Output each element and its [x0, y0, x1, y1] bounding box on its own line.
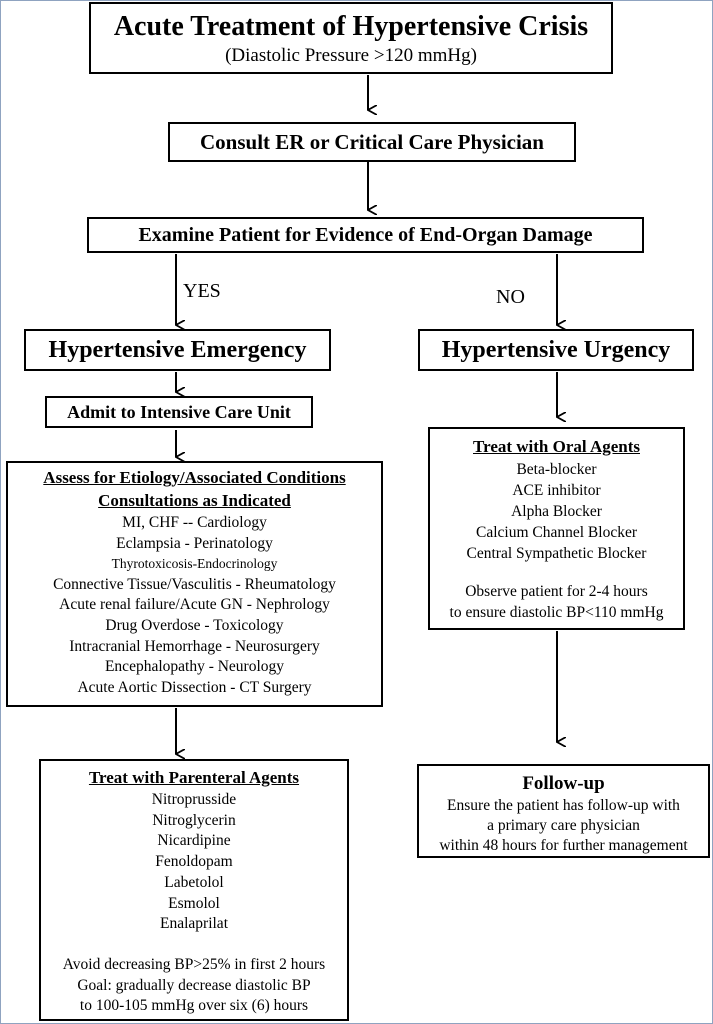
urgency-box: Hypertensive Urgency: [418, 329, 694, 371]
parenteral-note: to 100-105 mmHg over six (6) hours: [79, 997, 309, 1015]
emergency-heading: Hypertensive Emergency: [48, 337, 307, 363]
no-label: NO: [496, 286, 525, 308]
assess-item: Thyrotoxicosis-Endocrinology: [111, 556, 278, 572]
oral-agent: Central Sympathetic Blocker: [466, 545, 647, 562]
parenteral-agent: Fenoldopam: [155, 853, 233, 871]
assess-item: Acute renal failure/Acute GN - Nephrolog…: [59, 596, 330, 614]
admit-text: Admit to Intensive Care Unit: [67, 402, 291, 422]
parenteral-heading: Treat with Parenteral Agents: [88, 768, 300, 787]
parenteral-agent: Enalaprilat: [160, 915, 228, 933]
parenteral-box: Treat with Parenteral Agents Nitroprussi…: [39, 759, 349, 1021]
assess-item: Encephalopathy - Neurology: [104, 658, 285, 676]
title-box: Acute Treatment of Hypertensive Crisis (…: [89, 2, 613, 74]
examine-box: Examine Patient for Evidence of End-Orga…: [87, 217, 644, 253]
followup-heading: Follow-up: [522, 773, 605, 794]
assess-item: Eclampsia - Perinatology: [116, 534, 273, 552]
parenteral-agent: Labetolol: [164, 873, 224, 891]
diagram-subtitle: (Diastolic Pressure >120 mmHg): [225, 45, 477, 66]
spacer: [41, 935, 347, 955]
diagram-title: Acute Treatment of Hypertensive Crisis: [113, 11, 589, 42]
assess-item: Intracranial Hemorrhage - Neurosurgery: [69, 637, 320, 655]
parenteral-agent: Nicardipine: [157, 832, 231, 850]
parenteral-note: Goal: gradually decrease diastolic BP: [77, 976, 311, 994]
oral-agent: Beta-blocker: [516, 461, 597, 478]
parenteral-agent: Esmolol: [168, 894, 220, 912]
assess-item: Acute Aortic Dissection - CT Surgery: [77, 678, 312, 696]
oral-heading: Treat with Oral Agents: [473, 437, 640, 456]
admit-box: Admit to Intensive Care Unit: [45, 396, 313, 428]
oral-agent: ACE inhibitor: [512, 482, 601, 499]
assess-subheading: Consultations as Indicated: [98, 491, 291, 510]
parenteral-note: Avoid decreasing BP>25% in first 2 hours: [62, 955, 326, 973]
followup-line: Ensure the patient has follow-up with: [447, 797, 680, 814]
emergency-box: Hypertensive Emergency: [24, 329, 331, 371]
yes-label: YES: [183, 280, 221, 302]
followup-line: a primary care physician: [487, 817, 640, 834]
consult-text: Consult ER or Critical Care Physician: [200, 130, 544, 154]
spacer: [430, 564, 683, 581]
oral-agent: Calcium Channel Blocker: [476, 524, 637, 541]
assess-heading: Assess for Etiology/Associated Condition…: [43, 468, 346, 487]
consult-box: Consult ER or Critical Care Physician: [168, 122, 576, 162]
oral-note: Observe patient for 2-4 hours: [465, 583, 648, 600]
followup-box: Follow-up Ensure the patient has follow-…: [417, 764, 710, 858]
urgency-heading: Hypertensive Urgency: [441, 337, 671, 363]
oral-note: to ensure diastolic BP<110 mmHg: [449, 604, 664, 621]
parenteral-agent: Nitroprusside: [151, 791, 237, 808]
oral-box: Treat with Oral Agents Beta-blocker ACE …: [428, 427, 685, 630]
assess-box: Assess for Etiology/Associated Condition…: [6, 461, 383, 707]
followup-line: within 48 hours for further management: [439, 837, 688, 854]
assess-item: Connective Tissue/Vasculitis - Rheumatol…: [53, 575, 336, 593]
parenteral-agent: Nitroglycerin: [152, 811, 236, 829]
oral-agent: Alpha Blocker: [511, 503, 602, 520]
assess-item: MI, CHF -- Cardiology: [122, 514, 267, 531]
examine-text: Examine Patient for Evidence of End-Orga…: [138, 224, 593, 246]
assess-item: Drug Overdose - Toxicology: [105, 616, 284, 634]
